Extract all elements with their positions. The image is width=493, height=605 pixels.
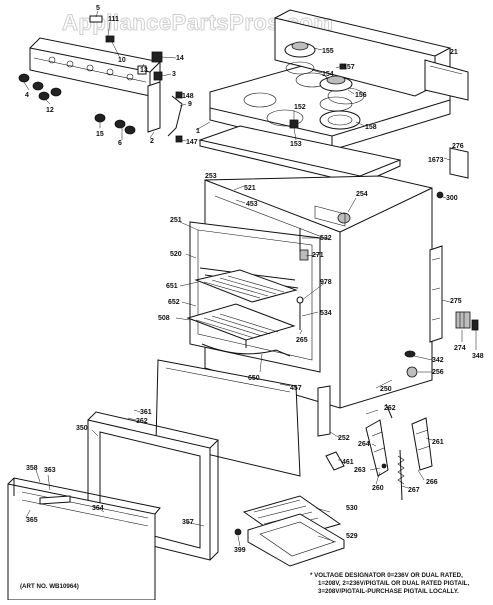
callout-14: 14: [176, 55, 184, 62]
callout-532: 532: [320, 235, 332, 242]
callout-520: 520: [170, 251, 182, 258]
callout-266: 266: [426, 479, 438, 486]
callout-650: 650: [248, 375, 260, 382]
callout-453: 453: [246, 201, 258, 208]
callout-264: 264: [358, 441, 370, 448]
leveling-leg: [404, 350, 418, 378]
cooktop: [198, 9, 469, 185]
footnote-line-3: 3=208V/PIGTAIL-PURCHASE PIGTAIL LOCALLY.: [318, 588, 459, 595]
callout-365: 365: [26, 517, 38, 524]
leader-lines: [23, 10, 477, 547]
callout-267: 267: [408, 487, 420, 494]
callout-399: 399: [234, 547, 246, 554]
callout-534: 534: [320, 310, 332, 317]
callout-358: 358: [26, 465, 38, 472]
callout-251: 251: [170, 217, 182, 224]
callout-342: 342: [432, 357, 444, 364]
callout-156: 156: [355, 92, 367, 99]
callout-274: 274: [454, 345, 466, 352]
callout-13: 13: [140, 67, 148, 74]
callout-363: 363: [44, 467, 56, 474]
callout-157: 157: [343, 64, 355, 71]
callout-256: 256: [432, 369, 444, 376]
door-hinge-bracket: [317, 385, 345, 471]
callout-3: 3: [172, 71, 176, 78]
callout-9: 9: [188, 101, 192, 108]
range-cabinet: [186, 175, 433, 409]
rear-panel: [429, 245, 443, 343]
callout-148: 148: [182, 93, 194, 100]
callout-651: 651: [166, 283, 178, 290]
callout-111: 111: [108, 16, 119, 23]
callout-300: 300: [446, 195, 458, 202]
callout-361: 361: [140, 409, 152, 416]
callout-labels: 5 111 10 14 3 13 148 9 1 147 2 4 12 15 6…: [25, 5, 484, 554]
oven-rack-lower: [186, 303, 296, 348]
callout-1673: 1673: [428, 157, 444, 164]
callout-261: 261: [432, 439, 444, 446]
callout-6: 6: [118, 140, 122, 147]
callout-5: 5: [96, 5, 100, 12]
callout-348: 348: [472, 353, 484, 360]
terminal-block: [455, 311, 479, 331]
callout-362: 362: [136, 418, 148, 425]
footnote-line-1: * VOLTAGE DESIGNATOR 0=236V OR DUAL RATE…: [310, 572, 463, 579]
callout-254: 254: [356, 191, 368, 198]
callout-275: 275: [450, 298, 462, 305]
callout-260: 260: [372, 485, 384, 492]
callout-21: 21: [450, 49, 458, 56]
knob-group-left: [18, 73, 136, 135]
callout-508: 508: [158, 315, 170, 322]
callout-262: 262: [384, 405, 396, 412]
callout-265: 265: [296, 337, 308, 344]
callout-457: 457: [290, 385, 302, 392]
callout-253: 253: [205, 173, 217, 180]
callout-530: 530: [346, 505, 358, 512]
callout-276: 276: [452, 143, 464, 150]
callout-154: 154: [322, 71, 334, 78]
callout-521: 521: [244, 185, 256, 192]
control-panel: [29, 37, 162, 133]
callout-461: 461: [342, 459, 354, 466]
callout-1: 1: [196, 128, 200, 135]
broiler-pan: [242, 495, 345, 567]
callout-10: 10: [118, 57, 126, 64]
callout-153: 153: [290, 141, 302, 148]
callout-364: 364: [92, 505, 104, 512]
callout-652: 652: [168, 299, 180, 306]
voltage-footnote: * VOLTAGE DESIGNATOR 0=236V OR DUAL RATE…: [310, 572, 469, 595]
switch-parts: [89, 15, 183, 143]
callout-2: 2: [150, 138, 154, 145]
surface-units: [284, 41, 361, 130]
callout-263: 263: [354, 467, 366, 474]
callout-152: 152: [294, 104, 306, 111]
oven-rack-upper: [194, 269, 298, 303]
callout-147: 147: [186, 139, 198, 146]
callout-158: 158: [365, 124, 377, 131]
top-bracket: [436, 147, 469, 199]
door-hinges: [365, 403, 433, 501]
callout-15: 15: [96, 131, 104, 138]
callout-978: 978: [320, 279, 332, 286]
callout-357: 357: [182, 519, 194, 526]
callout-271: 271: [312, 252, 324, 259]
callout-155: 155: [322, 48, 334, 55]
callout-529: 529: [346, 533, 358, 540]
callout-4-left: 4: [25, 92, 29, 99]
art-number: (ART NO. WB10964): [20, 583, 79, 590]
door-screw: [234, 528, 242, 536]
footnote-line-2: 1=208V, 2=236V/PIGTAIL OR DUAL RATED PIG…: [318, 580, 469, 587]
callout-252: 252: [338, 435, 350, 442]
callout-250: 250: [380, 386, 392, 393]
callout-350: 350: [76, 425, 88, 432]
callout-12: 12: [46, 107, 54, 114]
